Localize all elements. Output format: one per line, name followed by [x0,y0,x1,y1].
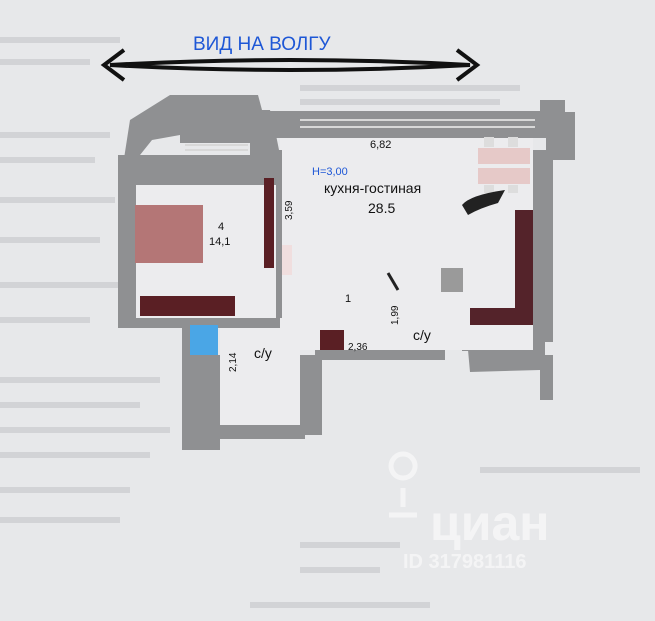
partition-wall [276,150,282,318]
bed [135,205,203,263]
kitchen-name: кухня-гостиная [324,180,421,196]
watermark-brand: циан [430,495,549,551]
bath1-length-label: 2,14 [228,352,239,372]
bedroom-cabinet [140,296,235,316]
door-swing [386,272,400,291]
background-document-lines [0,37,640,608]
kitchen-counter [470,210,533,325]
sofa-curve [462,190,505,215]
hall-cabinet [320,330,344,350]
watermark-id: ID 317981116 [403,551,526,573]
kitchen-area: 28.5 [368,200,395,216]
corridor-length-label: 2,36 [348,342,368,353]
hall-number: 1 [345,293,351,305]
bath2-length-label: 1,99 [390,305,401,325]
view-label: ВИД НА ВОЛГУ [193,34,332,55]
top-width-label: 6,82 [370,139,391,151]
walls [118,95,575,450]
bathroom2-name: с/у [413,327,431,343]
bedroom-area: 14,1 [209,236,230,248]
location-pin-icon [388,451,418,518]
fridge [441,268,463,292]
shower-tray [190,325,218,355]
dining-table [478,137,530,193]
view-arrow [100,48,481,82]
cian-watermark: циан ID 317981116 [388,451,549,573]
bathroom1-name: с/у [254,345,272,361]
wardrobe [264,178,274,268]
partition-length-label: 3,59 [284,200,295,220]
bedroom-number: 4 [218,221,224,233]
windows [185,119,535,151]
door-panel [282,245,292,275]
ceiling-height-label: Н=3,00 [312,166,348,178]
